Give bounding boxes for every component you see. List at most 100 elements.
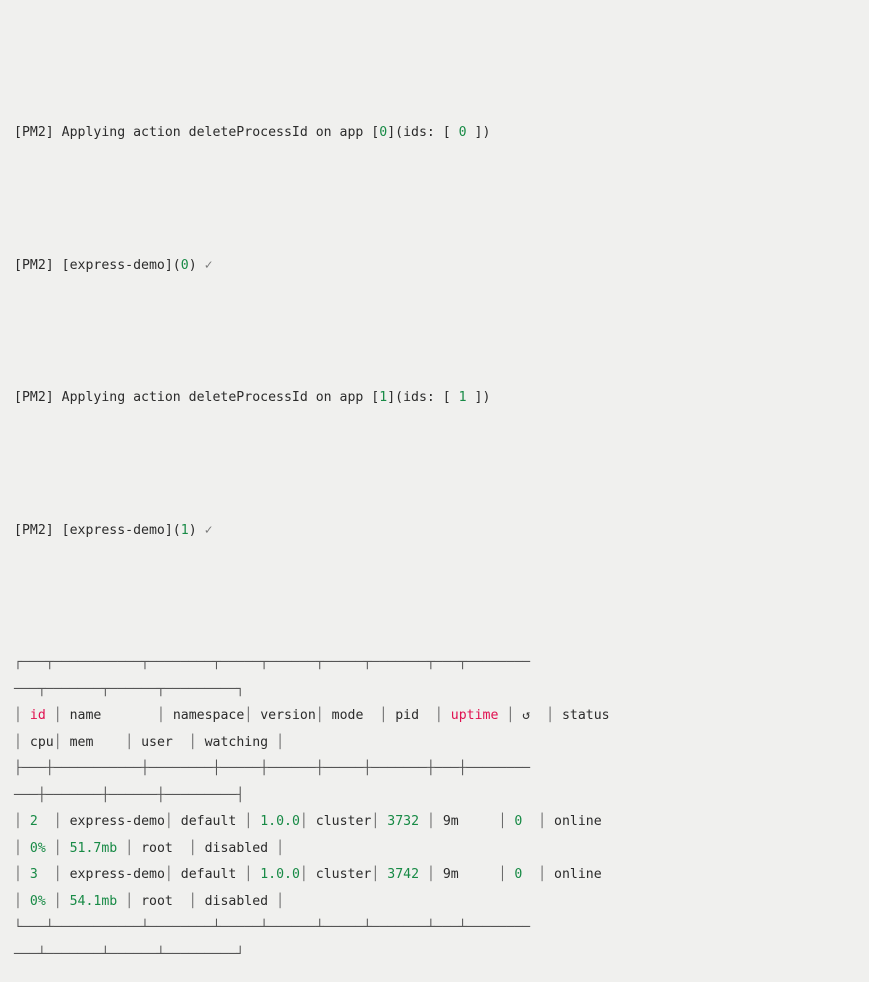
log-line-done-0: [PM2] [express-demo](0) ✓: [14, 253, 869, 280]
table-border-top: ┌───┬───────────┬────────┬─────┬──────┬─…: [14, 650, 869, 677]
table-border: ├───┼───────────┼────────┼─────┼──────┼─…: [14, 761, 531, 776]
column-separator: │: [506, 708, 523, 723]
column-separator: │: [315, 708, 332, 723]
log-prefix: [PM2]: [14, 125, 62, 140]
cell-status: online: [554, 867, 618, 882]
cell-pid: 3742: [387, 867, 427, 882]
header-cpu: cpu: [29, 734, 54, 750]
column-separator: │: [53, 867, 70, 882]
cell-uptime: 9m: [442, 814, 499, 829]
app-index-value: 1: [180, 522, 189, 538]
header-mode: mode: [331, 708, 380, 723]
cell-uptime: 9m: [442, 867, 499, 882]
column-separator: │: [14, 840, 30, 856]
column-separator: │: [498, 814, 515, 829]
log-prefix: [PM2]: [14, 257, 62, 273]
cell-cpu: 0%: [29, 840, 54, 856]
column-separator: │: [14, 708, 30, 723]
cell-id: 2: [29, 814, 54, 829]
header-namespace: namespace: [172, 708, 245, 723]
column-separator: │: [164, 867, 181, 882]
table-border: └───┴───────────┴────────┴─────┴──────┴─…: [14, 920, 531, 935]
column-separator: │: [299, 814, 316, 829]
header-↺: ↺: [522, 708, 547, 723]
column-separator: │: [244, 708, 261, 723]
column-separator: │: [244, 867, 261, 882]
column-separator: │: [125, 840, 142, 856]
column-separator: │: [188, 893, 205, 909]
cell-restarts: 0: [514, 867, 539, 882]
table-border-mid-wrapped: ───┼───────┼──────┼─────────┤: [14, 783, 869, 810]
cell-mem: 54.1mb: [69, 893, 126, 909]
log-prefix: [PM2]: [14, 390, 62, 405]
header-user: user: [141, 734, 189, 750]
column-separator: │: [546, 708, 562, 723]
log-body: [express-demo](: [61, 257, 181, 273]
column-separator: │: [125, 734, 142, 750]
ids-value: 1: [458, 390, 467, 405]
column-separator: │: [53, 840, 70, 856]
column-separator: │: [371, 867, 388, 882]
app-index-value: 0: [379, 125, 388, 140]
column-separator: │: [14, 814, 30, 829]
column-separator: │: [53, 893, 70, 909]
cell-mode: cluster: [315, 814, 372, 829]
column-separator: │: [276, 893, 285, 909]
column-separator: │: [156, 708, 173, 723]
table-border: ───┬───────┬──────┬─────────┐: [14, 681, 245, 697]
column-separator: │: [276, 734, 285, 750]
header-mem: mem: [69, 734, 126, 750]
cell-restarts: 0: [514, 814, 539, 829]
log-body: ](ids: [: [387, 125, 459, 140]
app-index-value: 0: [180, 257, 189, 273]
header-uptime: uptime: [450, 708, 507, 723]
cell-namespace: default: [180, 867, 245, 882]
check-icon: ✓: [204, 522, 213, 538]
column-separator: │: [426, 814, 443, 829]
column-separator: │: [53, 734, 70, 750]
column-separator: │: [53, 708, 70, 723]
table-header-row-primary: │ id │ name │ namespace│ version│ mode │…: [14, 703, 869, 730]
column-separator: │: [244, 814, 261, 829]
log-body: ): [188, 522, 205, 538]
header-pid: pid: [395, 708, 435, 723]
log-body: ]): [466, 125, 491, 140]
cell-id: 3: [29, 867, 54, 882]
cell-user: root: [141, 893, 189, 909]
column-separator: │: [164, 814, 181, 829]
log-line-applying-0: [PM2] Applying action deleteProcessId on…: [14, 120, 869, 147]
column-separator: │: [426, 867, 443, 882]
header-watching: watching: [204, 734, 277, 750]
column-separator: │: [379, 708, 396, 723]
column-separator: │: [299, 867, 316, 882]
table-header-row-wrapped: │ cpu│ mem │ user │ watching │: [14, 730, 869, 757]
column-separator: │: [434, 708, 451, 723]
column-separator: │: [276, 840, 285, 856]
cell-name: express-demo: [69, 867, 165, 882]
column-separator: │: [188, 734, 205, 750]
header-id: id: [29, 708, 54, 723]
header-version: version: [260, 708, 316, 723]
log-body: Applying action deleteProcessId on app [: [61, 390, 380, 405]
header-name: name: [69, 708, 157, 723]
table-border-mid: ├───┼───────────┼────────┼─────┼──────┼─…: [14, 756, 869, 783]
check-icon: ✓: [204, 257, 213, 273]
log-line-done-1: [PM2] [express-demo](1) ✓: [14, 518, 869, 545]
cell-watching: disabled: [204, 893, 277, 909]
column-separator: │: [188, 840, 205, 856]
column-separator: │: [498, 867, 515, 882]
table-border-bottom: └───┴───────────┴────────┴─────┴──────┴─…: [14, 915, 869, 942]
log-body: ]): [466, 390, 491, 405]
cell-cpu: 0%: [29, 893, 54, 909]
log-body: [express-demo](: [61, 522, 181, 538]
table-row: │ 3 │ express-demo│ default │ 1.0.0│ clu…: [14, 862, 869, 889]
log-body: ](ids: [: [387, 390, 459, 405]
cell-user: root: [141, 840, 189, 856]
table-border: ┌───┬───────────┬────────┬─────┬──────┬─…: [14, 655, 531, 670]
cell-status: online: [554, 814, 618, 829]
column-separator: │: [14, 867, 30, 882]
cell-name: express-demo: [69, 814, 165, 829]
header-status: status: [561, 708, 626, 723]
table-border: ───┼───────┼──────┼─────────┤: [14, 787, 245, 803]
